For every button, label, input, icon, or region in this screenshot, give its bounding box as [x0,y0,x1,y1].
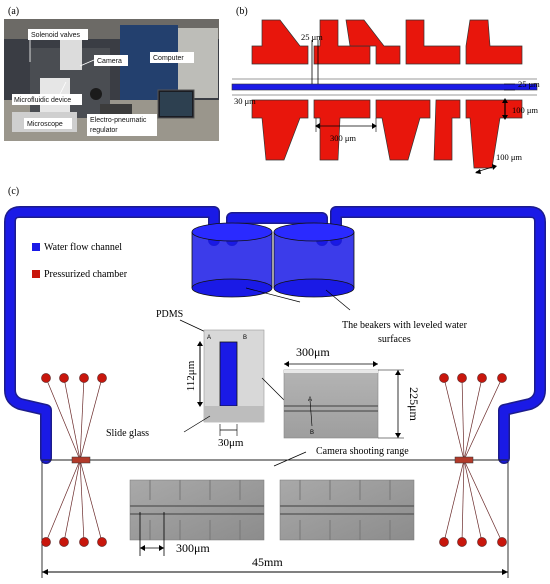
callout-microfluidic: Microfluidic device [14,97,71,104]
legend-pressurized: Pressurized chamber [44,269,128,280]
callout-camera: Camera [97,58,122,65]
point-a-cross: A [207,335,211,341]
label-slide-glass: Slide glass [106,428,149,439]
label-pdms: PDMS [156,309,183,320]
label-beakers-1: The beakers with leveled water [342,320,468,331]
legend-swatch-pressurized [32,270,40,278]
channel-schematic [231,19,538,174]
panel-b-dims: 25 μm 25 μm 30 μm 100 μm 300 μm 100 μm [234,32,540,162]
beaker-left [191,222,273,298]
dim-bottom-pitch: 300μm [176,541,210,555]
camera-image: A B [261,369,379,439]
dim-pitch: 300 μm [330,133,356,143]
micrograph-right [279,479,415,541]
water-channel [231,83,538,91]
dim-chamber-height: 100 μm [512,105,538,115]
label-beakers-2: surfaces [378,334,411,345]
pressure-ports-left [41,373,107,547]
pressure-lines-left [45,377,103,543]
cross-section: A B [197,329,265,436]
device-outline [41,459,509,578]
dim-gap-top: 25 μm [301,32,323,42]
callout-computer: Computer [153,55,184,62]
dim-image-height: 225μm [407,387,421,421]
callout-regulator-2: regulator [90,127,118,134]
dim-image-width: 300μm [296,345,330,359]
dim-cross-width: 30μm [218,437,244,449]
pressure-lines-right [443,377,503,543]
point-b-cross: B [243,335,247,341]
total-length-dimension [42,569,508,575]
legend-water: Water flow channel [44,242,122,253]
micrograph-left [129,479,265,556]
dim-channel-width: 25 μm [518,79,540,89]
pressure-ports-right [439,373,507,547]
dim-total-length: 45mm [252,555,283,569]
label-camera-range: Camera shooting range [316,446,409,457]
panel-b-label: (b) [236,6,248,17]
beaker-right [273,222,355,298]
callout-regulator-1: Electro-pneumatic [90,117,147,124]
dim-gap-left: 30 μm [234,96,256,106]
callout-solenoid: Solenoid valves [31,32,81,39]
chambers-bottom [251,99,523,169]
panel-c-label: (c) [8,186,19,197]
point-a-image: A [308,397,312,403]
dim-inlet-width: 100 μm [496,152,522,162]
legend: Water flow channel Pressurized chamber [32,242,128,280]
chambers-top [251,19,523,65]
callout-microscope: Microscope [27,121,63,128]
dim-cross-height: 112μm [185,360,197,391]
photo-callouts: Solenoid valves Camera Computer Microflu… [12,29,194,136]
legend-swatch-water [32,243,40,251]
panel-a-label: (a) [8,6,19,17]
point-b-image: B [310,430,314,436]
